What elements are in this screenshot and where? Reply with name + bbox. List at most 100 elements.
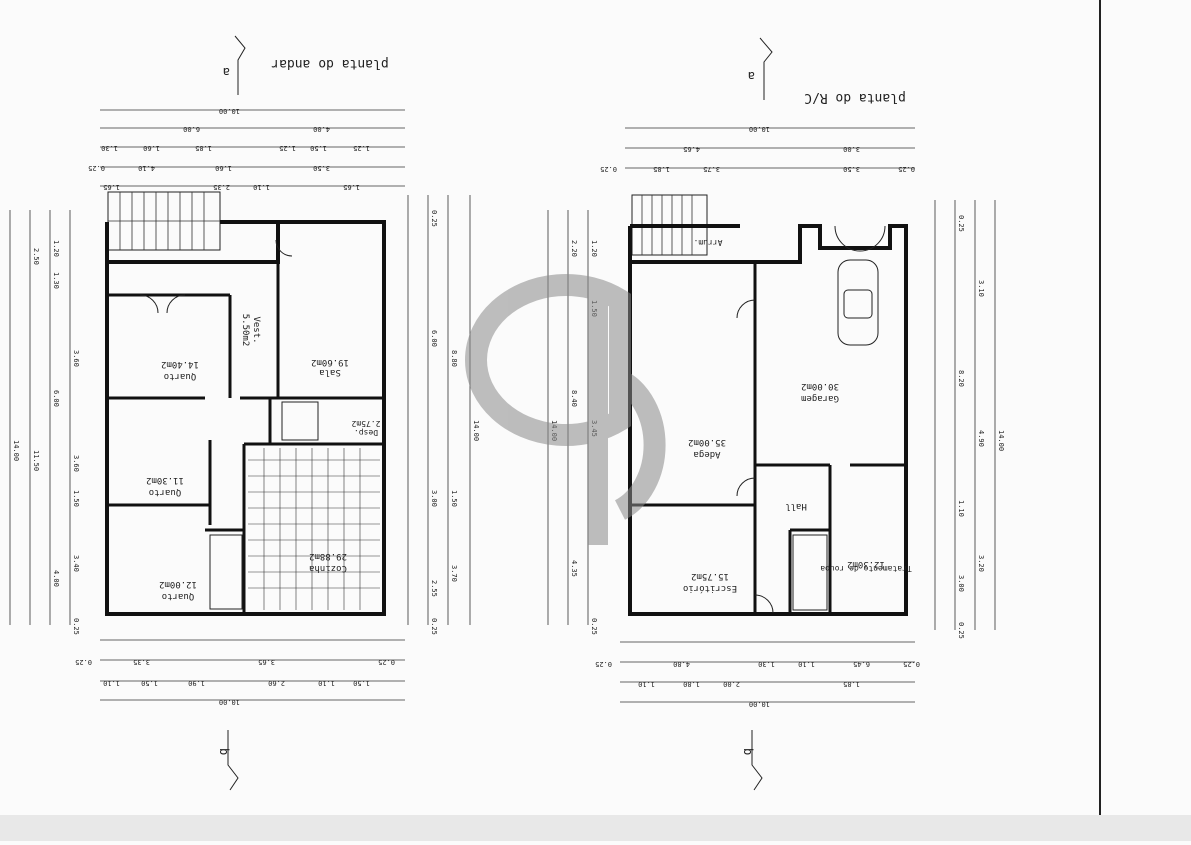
upper-dim-left-7: 6.00 (52, 390, 60, 407)
ground-dim-top-6: 3.75 (703, 165, 720, 173)
upper-dim-left-total: 14.00 (12, 440, 20, 461)
upper-dim-top-6: 1.85 (195, 144, 212, 152)
ground-outer-wall (628, 224, 908, 616)
upper-bottom-dimensions (100, 639, 405, 701)
ground-dim-left-2: 8.40 (570, 390, 578, 407)
upper-dim-right-7: 3.70 (450, 565, 458, 582)
upper-room-quarto-2-area: 11.30m2 (146, 475, 184, 485)
ground-dim-bottom-3: 1.30 (758, 660, 775, 668)
ground-dim-left-8: 0.25 (590, 618, 598, 635)
watermark-c-bottom (614, 370, 666, 520)
ground-bottom-dimensions (620, 641, 915, 703)
ground-plan-title: planta do R/C (804, 90, 906, 105)
ground-section-bottom-label: b (741, 748, 755, 755)
upper-dim-top-14: 1.65 (103, 183, 120, 191)
upper-room-vest-name: Vest. (251, 316, 261, 343)
ground-dim-right-9: 0.25 (957, 622, 965, 639)
upper-stair-treads (108, 192, 220, 250)
upper-door-quarto-1 (139, 294, 186, 314)
upper-dim-right-3: 6.00 (430, 330, 438, 347)
ground-dim-top-5: 1.85 (653, 165, 670, 173)
upper-dim-top-3: 4.00 (313, 125, 330, 133)
upper-dim-top-16: 1.10 (253, 183, 270, 191)
ground-room-escritorio-area: 15.75m2 (691, 571, 729, 581)
upper-door-sala (275, 239, 293, 257)
ground-dim-left-7: 4.35 (570, 560, 578, 577)
upper-dim-right-2: 8.80 (450, 350, 458, 367)
upper-room-sala-name: Sala (319, 367, 341, 377)
ground-door-escritorio (754, 594, 774, 614)
ground-dim-top-total: 10.00 (749, 125, 770, 133)
section-marker-a-ground (759, 37, 773, 100)
upper-dim-top-9: 1.25 (353, 144, 370, 152)
ground-dim-top-2: 0.25 (600, 165, 617, 173)
ground-dim-right-total: 14.00 (997, 430, 1005, 451)
upper-left-dimensions (9, 210, 71, 625)
ground-section-top-label: a (748, 69, 755, 83)
upper-dim-right-5: 3.00 (430, 490, 438, 507)
scan-shadow-bottom (0, 815, 1191, 841)
upper-dim-left-9: 4.00 (52, 570, 60, 587)
upper-room-cozinha-area: 29.88m2 (309, 551, 347, 561)
upper-dim-top-5: 1.60 (143, 144, 160, 152)
ground-floor-plan: a planta do R/C 10.00 0.25 4.65 3.00 1.8… (547, 37, 1005, 791)
ground-bath-fixtures (792, 534, 828, 611)
ground-room-adega-area: 35.00m2 (688, 437, 726, 447)
ground-room-escritorio-name: Escritório (683, 583, 737, 594)
ground-dim-bottom-6: 0.25 (903, 660, 920, 668)
upper-dim-left-11: 3.40 (72, 555, 80, 572)
upper-dim-left-3: 2.50 (32, 248, 40, 265)
watermark-logo: JC (465, 274, 666, 545)
ground-dim-bottom-8: 1.80 (683, 680, 700, 688)
ground-dim-top-4: 3.00 (843, 145, 860, 153)
upper-dim-right-8: 2.55 (430, 580, 438, 597)
upper-dim-bottom-total: 10.00 (219, 698, 240, 706)
upper-dim-top-13: 3.50 (313, 164, 330, 172)
ground-room-tratamento-area: 12.30m2 (847, 559, 885, 569)
ground-dim-bottom-total: 10.00 (749, 700, 770, 708)
car-roof-icon (843, 289, 873, 319)
ground-dim-right-4: 4.90 (977, 430, 985, 447)
upper-dim-top-12: 1.60 (215, 164, 232, 172)
upper-dim-right-6: 1.50 (450, 490, 458, 507)
upper-dim-left-4: 1.20 (52, 240, 60, 257)
ground-dim-bottom-10: 1.85 (843, 680, 860, 688)
upper-room-quarto-2-name: Quarto (149, 487, 182, 497)
section-marker-b (227, 730, 239, 791)
upper-interior-walls (107, 262, 384, 614)
upper-right-dimensions (407, 195, 471, 625)
upper-dim-left-8: 3.60 (72, 455, 80, 472)
upper-room-quarto-3-area: 12.00m2 (159, 579, 197, 589)
ground-dim-top-7: 3.50 (843, 165, 860, 173)
ground-room-garagem-area: 30.00m2 (801, 381, 839, 391)
ground-interior-walls (630, 262, 906, 614)
upper-dim-right-1: 0.25 (430, 210, 438, 227)
upper-dim-bottom-4: 0.25 (378, 658, 395, 666)
upper-kitchen-tiles (248, 448, 380, 610)
watermark-c-top (465, 274, 631, 446)
upper-dim-bottom-6: 1.50 (141, 679, 158, 687)
upper-floor-plan: a planta do andar 10.00 6.00 4.00 1.30 1… (9, 35, 480, 791)
upper-dim-top-4: 1.30 (101, 144, 118, 152)
ground-dim-bottom-5: 6.45 (853, 660, 870, 668)
upper-dim-bottom-10: 1.50 (353, 679, 370, 687)
upper-room-sala-area: 19.60m2 (311, 357, 349, 367)
ground-right-dimensions (934, 200, 996, 630)
ground-garage-door (834, 225, 886, 252)
ground-dim-bottom-9: 2.00 (723, 680, 740, 688)
upper-dim-top-15: 2.35 (213, 183, 230, 191)
ground-top-dimensions (625, 127, 915, 169)
upper-dim-left-6: 3.60 (72, 350, 80, 367)
upper-dim-bottom-7: 1.90 (188, 679, 205, 687)
ground-room-arrum-name: Arrum. (694, 238, 723, 247)
ground-dim-left-4: 1.20 (590, 240, 598, 257)
upper-dim-top-10: 0.25 (88, 164, 105, 172)
upper-room-quarto-1-name: Quarto (164, 371, 197, 381)
upper-dim-top-8: 1.50 (310, 144, 327, 152)
upper-dim-top-7: 1.25 (279, 144, 296, 152)
ground-door-hall (736, 477, 756, 497)
ground-left-dimensions (547, 210, 589, 625)
upper-dim-bottom-8: 2.60 (268, 679, 285, 687)
